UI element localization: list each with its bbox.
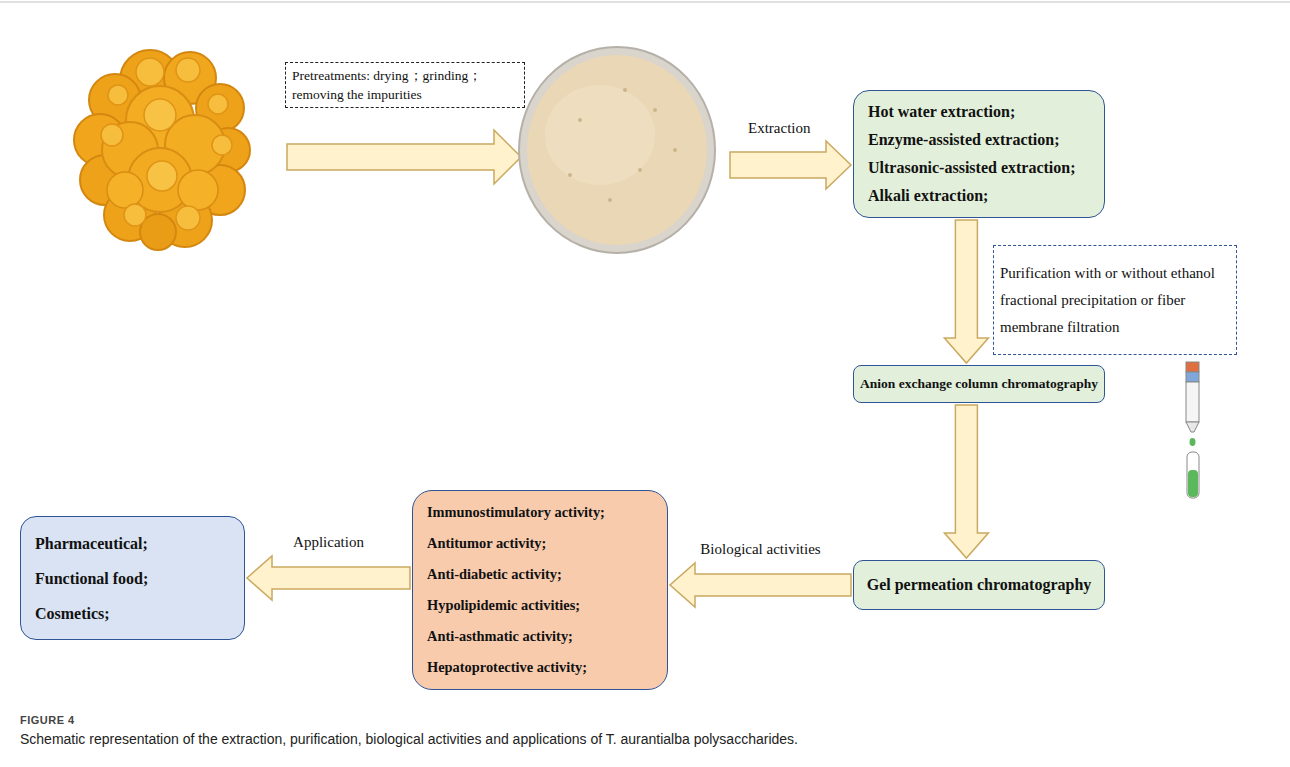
note-box: Purification with or without ethanol fra…: [993, 245, 1237, 355]
figure-caption: Schematic representation of the extracti…: [20, 731, 798, 747]
activity-box: Immunostimulatory activity;Antitumor act…: [412, 490, 668, 690]
block-arrow: [247, 556, 410, 600]
node-text: Pharmaceutical;: [35, 526, 230, 561]
node-text: Immunostimulatory activity;: [427, 497, 653, 528]
node-text: Purification with or without ethanol fra…: [1000, 260, 1230, 341]
edge-label: Biological activities: [698, 541, 822, 558]
node-text: Pretreatments: drying；grinding；removing …: [292, 66, 518, 104]
figure-number: FIGURE 4: [20, 714, 75, 726]
node-text: Alkali extraction;: [868, 182, 1090, 210]
node-text: Enzyme-assisted extraction;: [868, 126, 1090, 154]
application-box: Pharmaceutical;Functional food;Cosmetics…: [20, 516, 245, 640]
note-box: Pretreatments: drying；grinding；removing …: [285, 62, 525, 108]
node-text: Ultrasonic-assisted extraction;: [868, 154, 1090, 182]
block-arrow: [670, 563, 851, 607]
node-text: Anion exchange column chromatography: [860, 374, 1098, 394]
node-text: Cosmetics;: [35, 596, 230, 631]
node-text: Hot water extraction;: [868, 98, 1090, 126]
arrow-label: Extraction: [748, 120, 810, 137]
block-arrow: [944, 405, 988, 558]
mushroom-picture: [74, 50, 250, 250]
page-rule: [0, 1, 1290, 3]
pretreatment-arrow: [287, 130, 521, 184]
node-text: Anti-diabetic activity;: [427, 559, 653, 590]
node-text: Antitumor activity;: [427, 528, 653, 559]
node-text: Gel permeation chromatography: [862, 574, 1096, 596]
process-box: Hot water extraction;Enzyme-assisted ext…: [853, 90, 1105, 218]
block-arrow: [944, 220, 988, 363]
column-icon: [1186, 362, 1199, 498]
process-box: Anion exchange column chromatography: [853, 365, 1105, 403]
powder-dish: [519, 47, 715, 253]
node-text: Hypolipidemic activities;: [427, 590, 653, 621]
extraction-arrow: [730, 141, 851, 189]
node-text: Hepatoprotective activity;: [427, 652, 653, 683]
node-text: Anti-asthmatic activity;: [427, 621, 653, 652]
edge-label: Application: [291, 534, 366, 551]
node-text: Functional food;: [35, 561, 230, 596]
process-box: Gel permeation chromatography: [853, 560, 1105, 610]
